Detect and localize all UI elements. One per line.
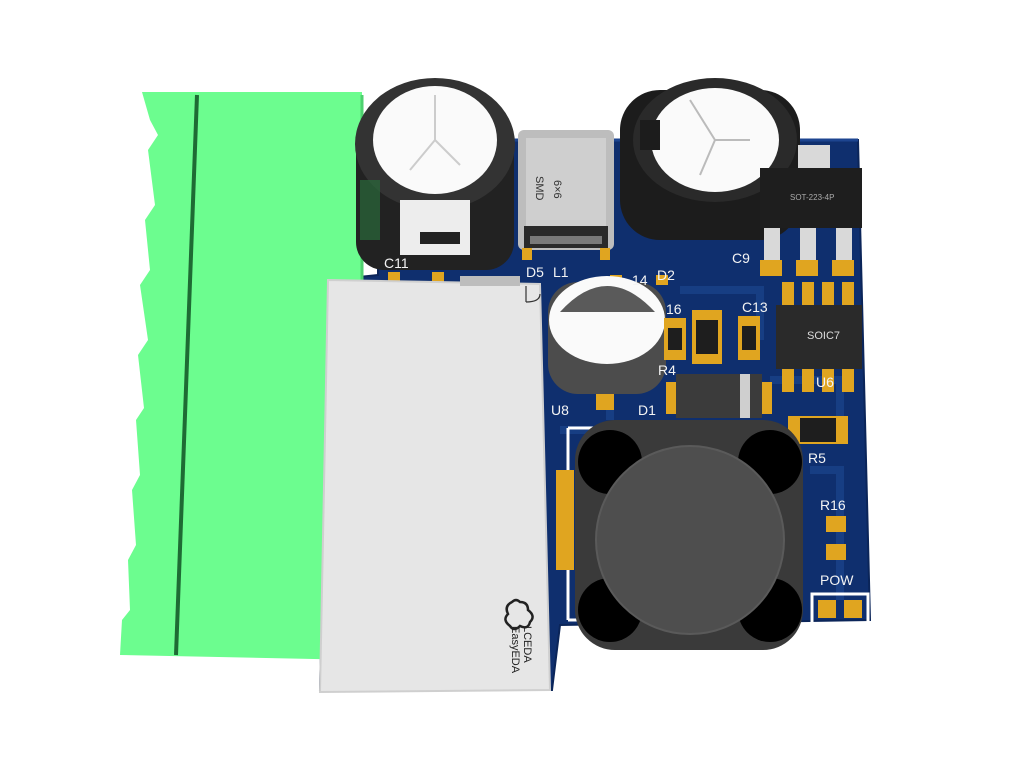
diode-d1 [666, 374, 772, 418]
capacitor-u14 [548, 276, 666, 410]
inductor-l1 [518, 130, 614, 260]
chip-16 [664, 318, 686, 360]
white-module-u8 [318, 276, 552, 694]
resistor-r16 [826, 516, 846, 560]
regulator-sot223 [760, 145, 862, 276]
led-pow [810, 592, 870, 626]
capacitor-c11 [355, 78, 515, 270]
ic-soic-u6 [776, 282, 862, 392]
lceda-logo [504, 598, 534, 631]
chip-c13 [738, 316, 760, 360]
power-inductor [575, 420, 803, 650]
resistor-r5 [788, 416, 848, 444]
chip-center [692, 310, 722, 364]
capacitor-c9 [620, 78, 800, 240]
